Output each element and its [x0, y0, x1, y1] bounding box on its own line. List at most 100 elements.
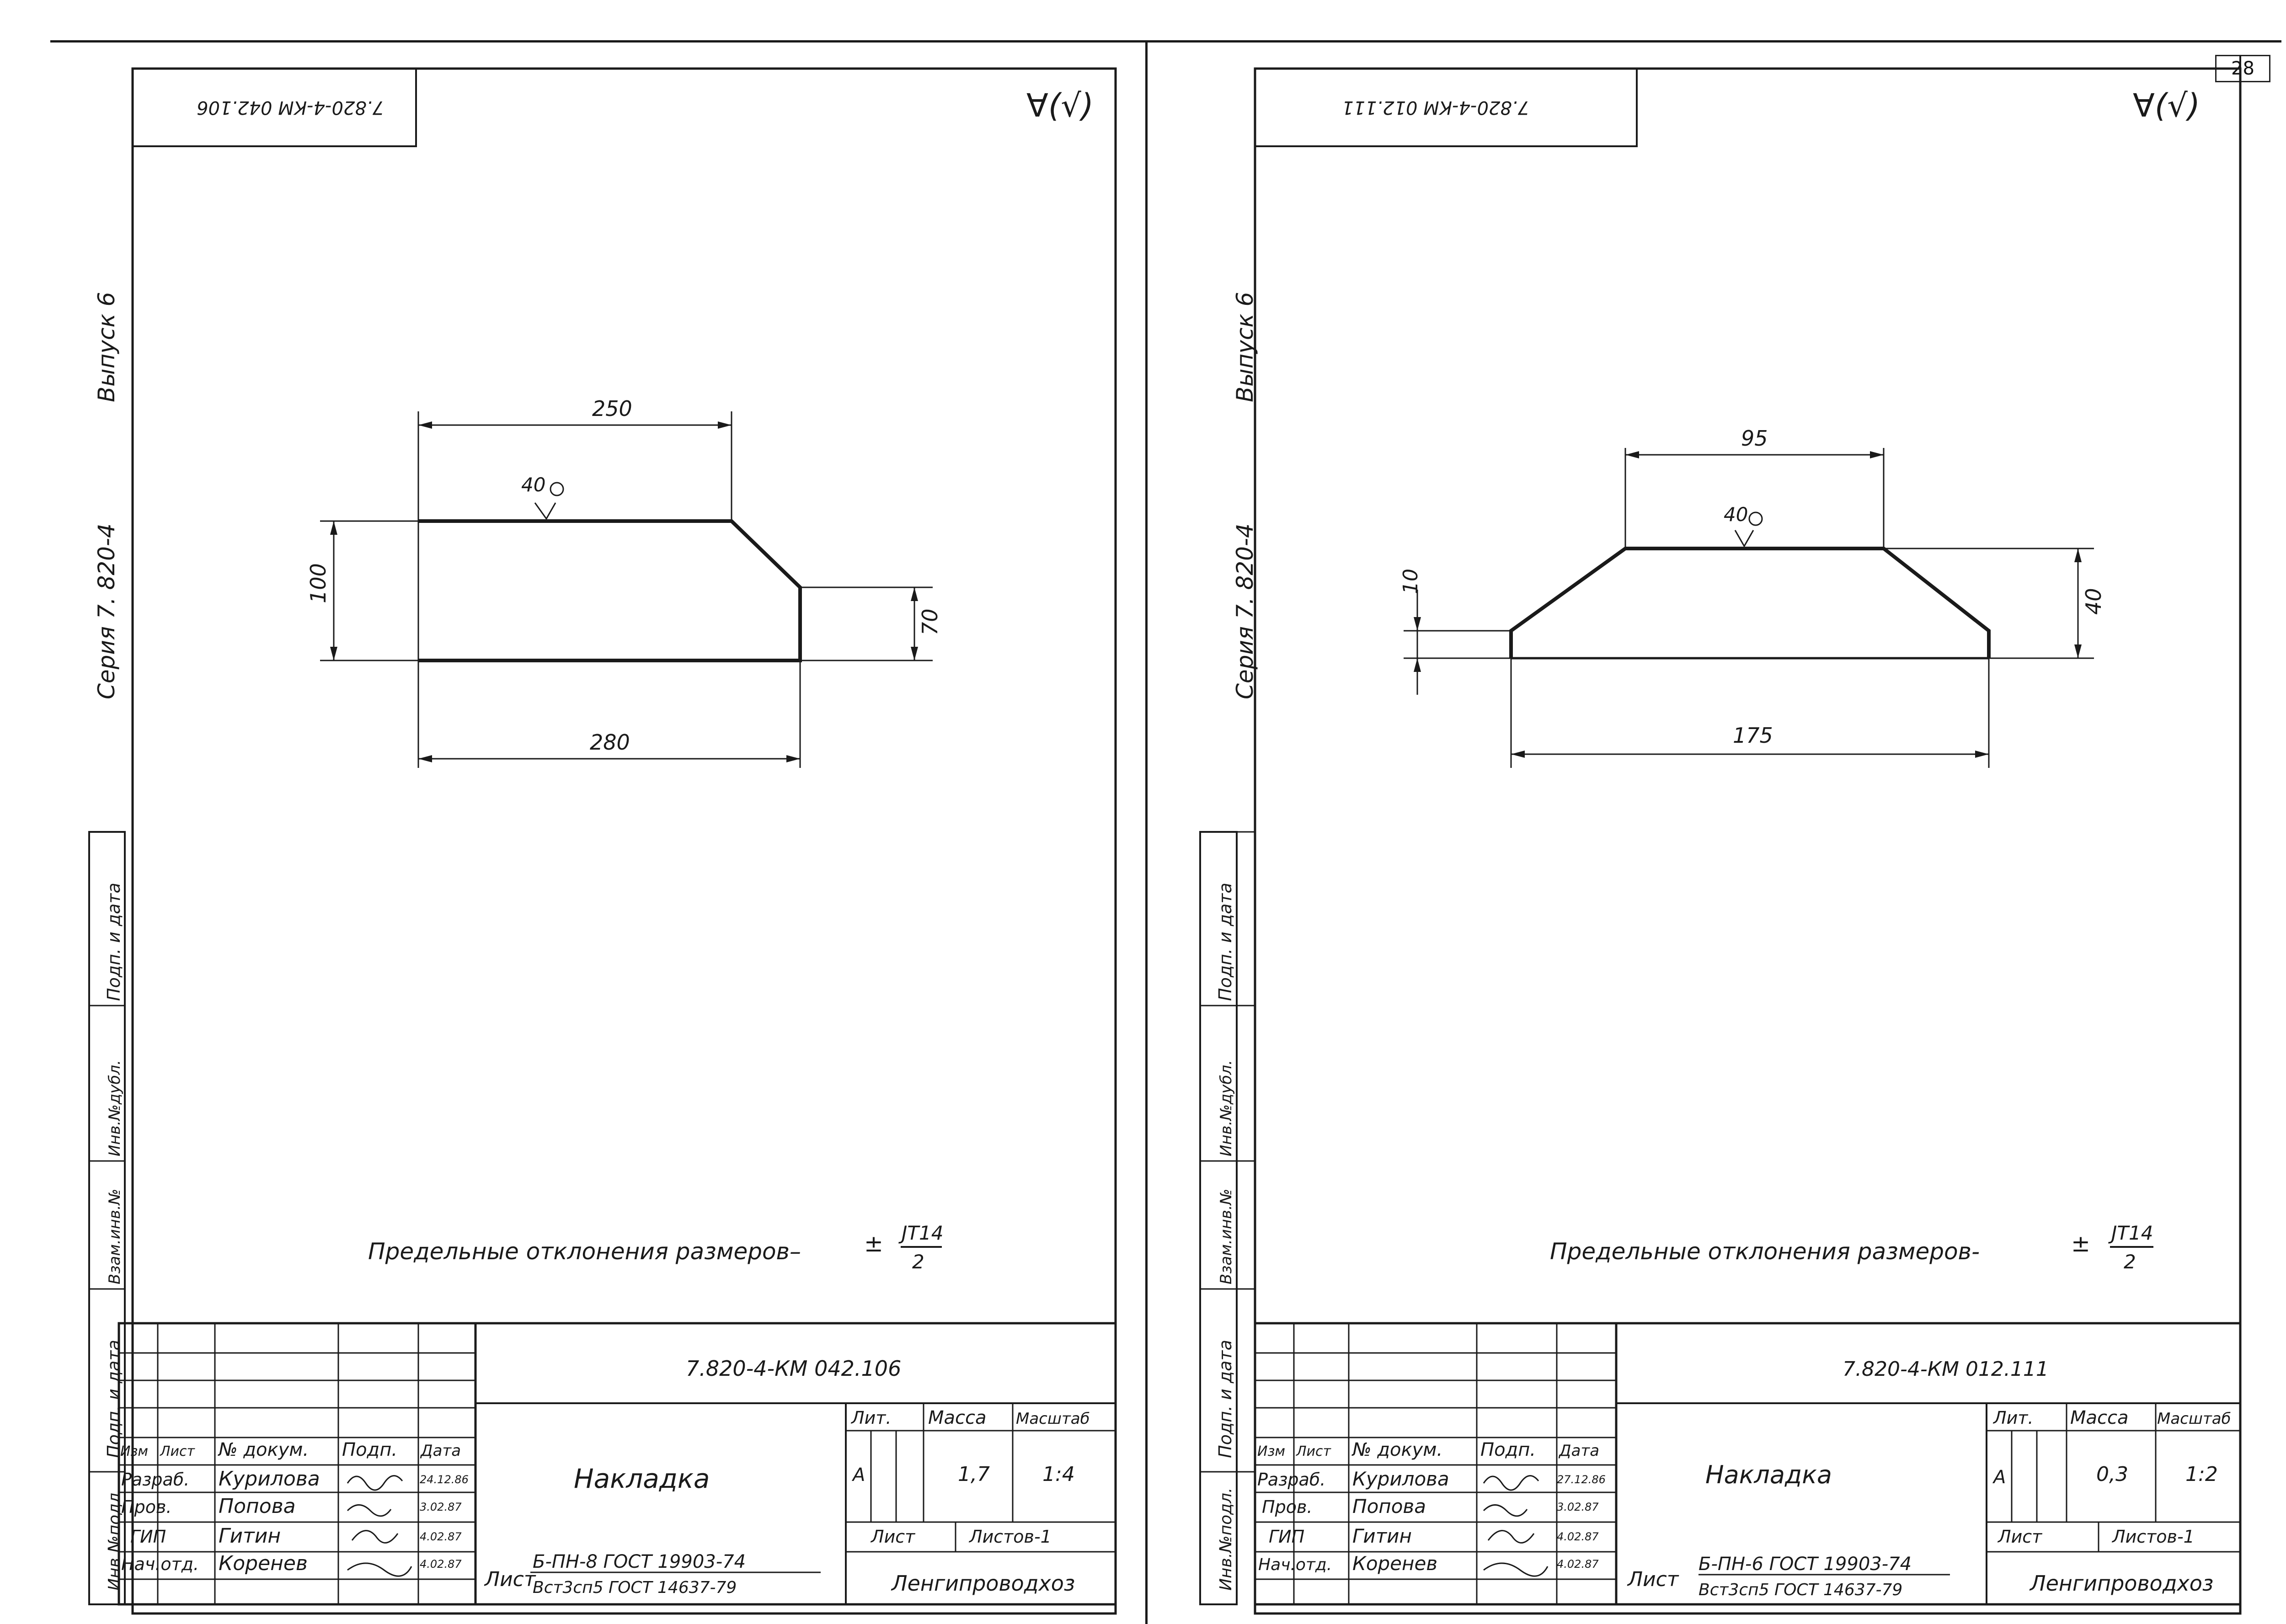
left-scale-value: 1:4	[1042, 1463, 1075, 1486]
right-date-0: 27.12.86	[1557, 1473, 1606, 1486]
left-dim-weld: 40	[521, 474, 545, 496]
right-side-stamp-0: Инв.№подл.	[1217, 1488, 1235, 1591]
right-dim-right: 40	[2081, 588, 2106, 615]
right-name-0: Курилова	[1352, 1468, 1449, 1490]
left-title-block	[118, 1322, 1117, 1606]
left-name-1: Попова	[219, 1495, 296, 1518]
right-mass-value: 0,3	[2096, 1463, 2128, 1486]
left-sheet-drawing: 250 40 100 70 280 7.820-4-КМ 042.106 ∀(√…	[88, 67, 1117, 1615]
right-part-outline	[1509, 547, 1991, 658]
left-issue-label: Выпуск 6	[93, 292, 120, 402]
left-side-stamp-0: Инв.№подл.	[105, 1488, 124, 1591]
left-doc-code-mirrored: 7.820-4-КМ 042.106	[197, 97, 384, 118]
top-border-line	[50, 40, 2281, 43]
right-material-bottom: Вст3сп5 ГОСТ 14637-79	[1698, 1581, 1902, 1599]
left-dim-bottom: 280	[590, 730, 630, 755]
right-doc-code: 7.820-4-КМ 012.111	[1843, 1358, 2049, 1381]
left-side-stamp-2: Взам.инв.№	[106, 1189, 124, 1284]
right-sheets-label: Листов-1	[2111, 1527, 2195, 1547]
left-name-0: Курилова	[219, 1467, 320, 1491]
left-date-0: 24.12.86	[420, 1473, 469, 1486]
right-hdr-doc: № докум.	[1351, 1439, 1442, 1460]
right-name-2: Гитин	[1352, 1525, 1412, 1547]
left-mass-value: 1,7	[958, 1463, 990, 1486]
right-dim-weld: 40	[1724, 503, 1748, 526]
right-tolerance-text: Предельные отклонения размеров-	[1550, 1238, 1980, 1265]
left-tolerance-pm: ±	[864, 1230, 883, 1257]
left-name-2: Гитин	[219, 1524, 281, 1548]
right-mass-label: Масса	[2070, 1407, 2129, 1428]
right-hdr-sign: Подп.	[1480, 1439, 1536, 1460]
right-issue-label: Выпуск 6	[1232, 292, 1258, 402]
left-tolerance-text: Предельные отклонения размеров–	[368, 1238, 801, 1265]
right-roughness-mark: ∀(√)	[2133, 87, 2200, 124]
left-hdr-izm: Изм	[120, 1443, 148, 1459]
left-material-bottom: Вст3сп5 ГОСТ 14637-79	[533, 1578, 737, 1597]
left-series-label: Серия 7. 820-4	[93, 523, 120, 699]
right-material-prefix: Лист	[1627, 1568, 1679, 1591]
left-dim-left: 100	[306, 563, 331, 603]
right-role-1: Пров.	[1262, 1497, 1312, 1517]
left-dim-right: 70	[918, 608, 942, 635]
right-doc-code-mirrored: 7.820-4-КМ 012.111	[1342, 97, 1529, 118]
right-lit-value: А	[1992, 1467, 2006, 1488]
right-hdr-izm: Изм	[1257, 1443, 1285, 1459]
left-role-2: ГИП	[130, 1527, 166, 1547]
right-side-stamp-1: Подп. и дата	[1215, 1340, 1235, 1458]
left-tolerance-num: JT14	[898, 1222, 944, 1244]
left-hdr-doc: № докум.	[218, 1439, 309, 1460]
left-org: Ленгипроводхоз	[891, 1571, 1075, 1596]
right-lit-label: Лит.	[1992, 1408, 2034, 1428]
right-tolerance-den: 2	[2124, 1251, 2136, 1273]
left-date-1: 3.02.87	[420, 1501, 462, 1513]
right-tolerance-pm: ±	[2071, 1230, 2090, 1257]
right-dim-top: 95	[1741, 426, 1768, 451]
right-org: Ленгипроводхоз	[2029, 1571, 2213, 1596]
right-scale-value: 1:2	[2185, 1463, 2218, 1486]
left-hdr-date: Дата	[420, 1442, 461, 1460]
right-dim-left: 10	[1399, 569, 1422, 594]
left-date-3: 4.02.87	[420, 1558, 462, 1571]
right-side-stamp-2: Взам.инв.№	[1217, 1189, 1235, 1284]
left-signature-scribbles	[347, 1475, 412, 1577]
left-material-top: Б-ПН-8 ГОСТ 19903-74	[533, 1551, 746, 1572]
left-side-stamp-3: Инв.№дубл.	[106, 1060, 124, 1156]
left-side-stamp-4: Подп. и дата	[104, 883, 124, 1001]
left-doc-code: 7.820-4-КМ 042.106	[686, 1356, 901, 1381]
right-scale-label: Масштаб	[2157, 1410, 2231, 1428]
left-hdr-list: Лист	[160, 1443, 196, 1459]
left-mass-label: Масса	[928, 1407, 987, 1428]
right-part-name: Накладка	[1705, 1460, 1832, 1489]
right-side-stamp-4: Подп. и дата	[1215, 883, 1235, 1001]
right-sheet-label: Лист	[1997, 1527, 2043, 1547]
right-hdr-list: Лист	[1296, 1443, 1332, 1459]
left-code-box	[132, 68, 417, 147]
left-frame	[131, 67, 1117, 1615]
right-title-block	[1254, 1322, 2242, 1606]
right-material-top: Б-ПН-6 ГОСТ 19903-74	[1698, 1554, 1912, 1575]
left-lit-value: А	[851, 1464, 865, 1486]
right-date-2: 4.02.87	[1557, 1530, 1599, 1543]
left-role-3: Нач.отд.	[121, 1554, 199, 1574]
right-date-1: 3.02.87	[1557, 1501, 1599, 1513]
left-date-2: 4.02.87	[420, 1530, 462, 1543]
left-sheets-label: Листов-1	[968, 1527, 1052, 1547]
left-hdr-sign: Подп.	[342, 1439, 397, 1460]
right-role-0: Разраб.	[1257, 1470, 1325, 1490]
right-name-1: Попова	[1352, 1495, 1426, 1518]
right-tolerance-num: JT14	[2108, 1222, 2153, 1244]
left-name-3: Коренев	[219, 1552, 308, 1575]
right-date-3: 4.02.87	[1557, 1558, 1599, 1571]
right-name-3: Коренев	[1352, 1552, 1437, 1575]
left-side-stamp-1: Подп. и дата	[104, 1340, 124, 1458]
center-divider-line	[1145, 43, 1148, 1624]
left-tolerance-den: 2	[912, 1251, 924, 1273]
right-frame	[1254, 67, 2242, 1615]
left-role-0: Разраб.	[121, 1470, 189, 1490]
right-dim-bottom: 175	[1733, 723, 1773, 748]
right-role-2: ГИП	[1269, 1527, 1304, 1547]
right-signature-scribbles	[1483, 1475, 1549, 1577]
right-side-stamp	[1199, 831, 1238, 1605]
right-role-3: Нач.отд.	[1258, 1555, 1332, 1574]
